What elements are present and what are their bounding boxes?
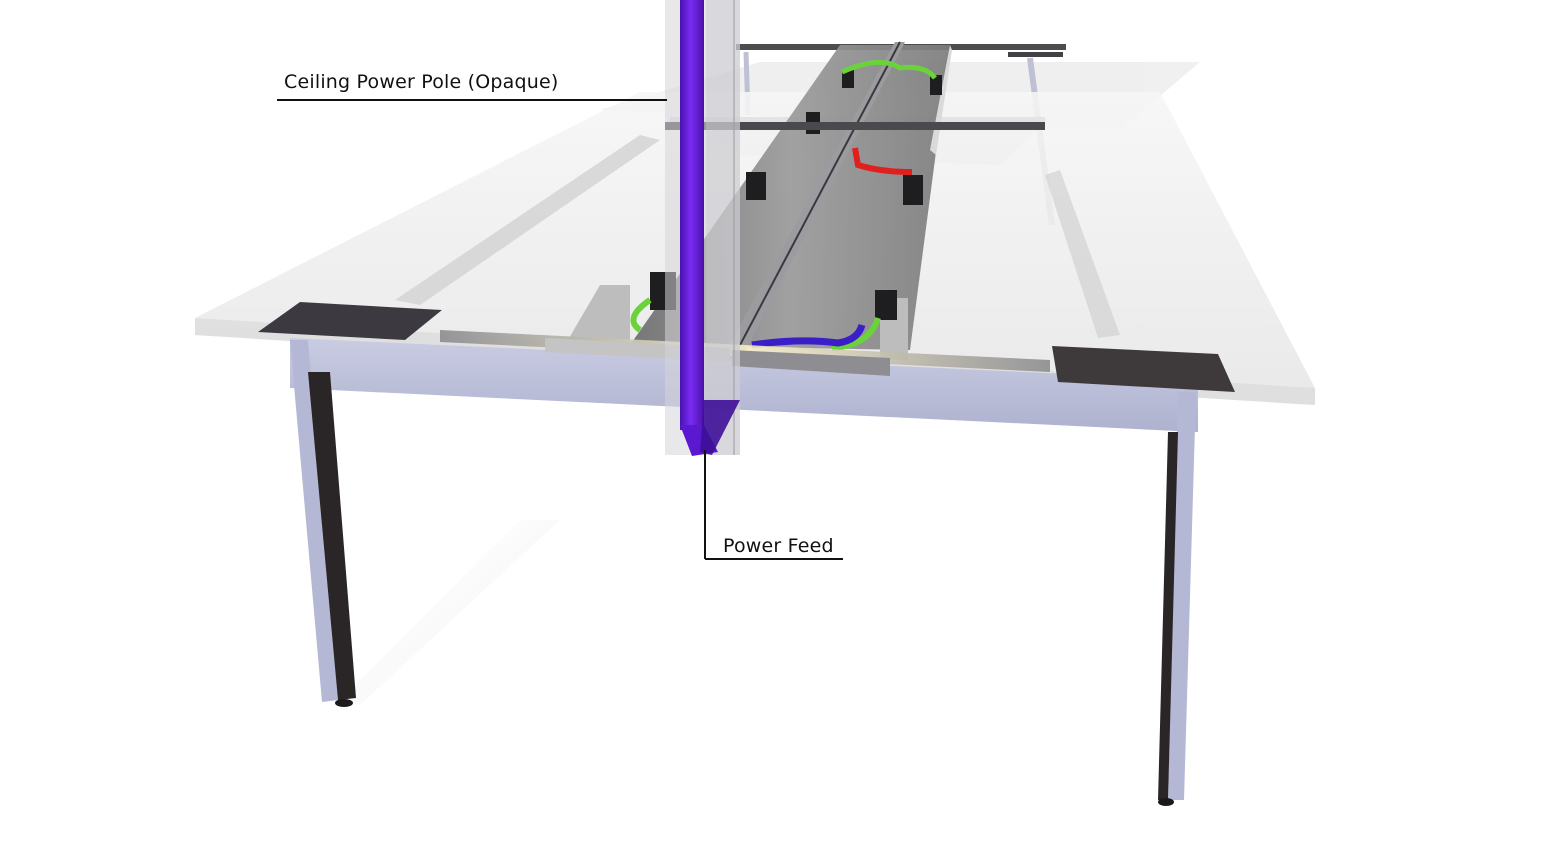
green-cable-top bbox=[840, 59, 937, 80]
power-feed-cable bbox=[680, 0, 740, 456]
callout-power-feed: Power Feed bbox=[723, 535, 834, 557]
callout-ceiling-power-pole: Ceiling Power Pole (Opaque) bbox=[284, 71, 559, 93]
leg-brackets bbox=[258, 302, 1235, 392]
green-cable-left bbox=[630, 297, 652, 333]
table-legs bbox=[290, 340, 1196, 806]
ceiling-power-pole bbox=[665, 0, 740, 455]
green-cable-right bbox=[831, 316, 881, 351]
cross-beam bbox=[665, 122, 1045, 130]
floor-shadows bbox=[340, 520, 560, 705]
red-cable bbox=[852, 147, 913, 175]
callout-leaders bbox=[277, 99, 843, 560]
blue-cable bbox=[751, 323, 866, 349]
